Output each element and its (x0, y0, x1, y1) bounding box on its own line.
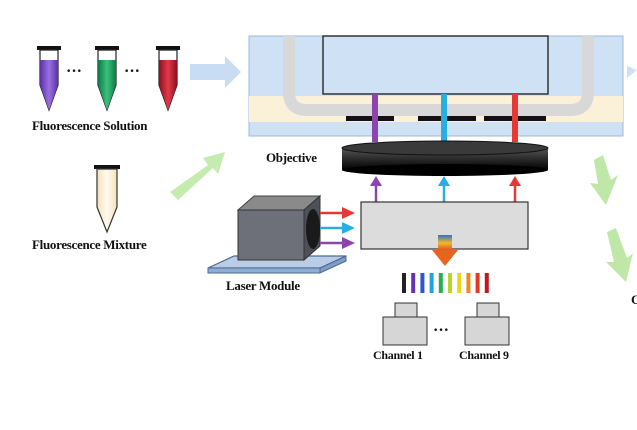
objective-lens (341, 140, 549, 176)
spectrum-bar (457, 273, 462, 293)
arrow-solution-to-chip (190, 56, 241, 88)
spectrum-bars (402, 273, 489, 293)
ellipsis-detectors: ··· (433, 322, 449, 339)
detector-channel-9 (464, 302, 510, 346)
spectrum-bar (420, 273, 425, 293)
spectrum-bar (484, 273, 489, 293)
spectrum-bar (466, 273, 471, 293)
tube-green (95, 46, 119, 112)
label-channel-9: Channel 9 (459, 348, 509, 362)
label-objective: Objective (266, 150, 317, 165)
excitation-beams (320, 207, 355, 249)
spectrum-bar (411, 273, 416, 293)
laser-module (207, 194, 347, 274)
tube-mixture (94, 165, 120, 234)
label-channel-1: Channel 1 (373, 348, 423, 362)
ellipsis-1: ··· (66, 63, 82, 80)
microfluidic-chip (248, 35, 624, 142)
ellipsis-2: ··· (124, 63, 140, 80)
tube-red (156, 46, 180, 112)
arrow-right-partial (627, 66, 637, 78)
spectrum-bar (402, 273, 406, 293)
spectrum-bar (429, 273, 434, 293)
arrow-down-right-2 (606, 228, 633, 282)
spectrum-bar (438, 273, 443, 293)
dispersion-arrow (432, 235, 458, 266)
spectrum-bar (475, 273, 480, 293)
tube-purple (37, 46, 61, 112)
label-fluorescence-mixture: Fluorescence Mixture (32, 237, 147, 252)
emission-arrows (370, 176, 521, 202)
label-cropped-right: C (631, 292, 637, 307)
detector-channel-1 (382, 302, 428, 346)
label-laser-module: Laser Module (226, 278, 300, 293)
spectrum-bar (448, 273, 452, 293)
arrow-mixture-to-chip (170, 152, 225, 200)
arrow-down-right-1 (590, 155, 618, 205)
label-fluorescence-solution: Fluorescence Solution (32, 118, 148, 133)
